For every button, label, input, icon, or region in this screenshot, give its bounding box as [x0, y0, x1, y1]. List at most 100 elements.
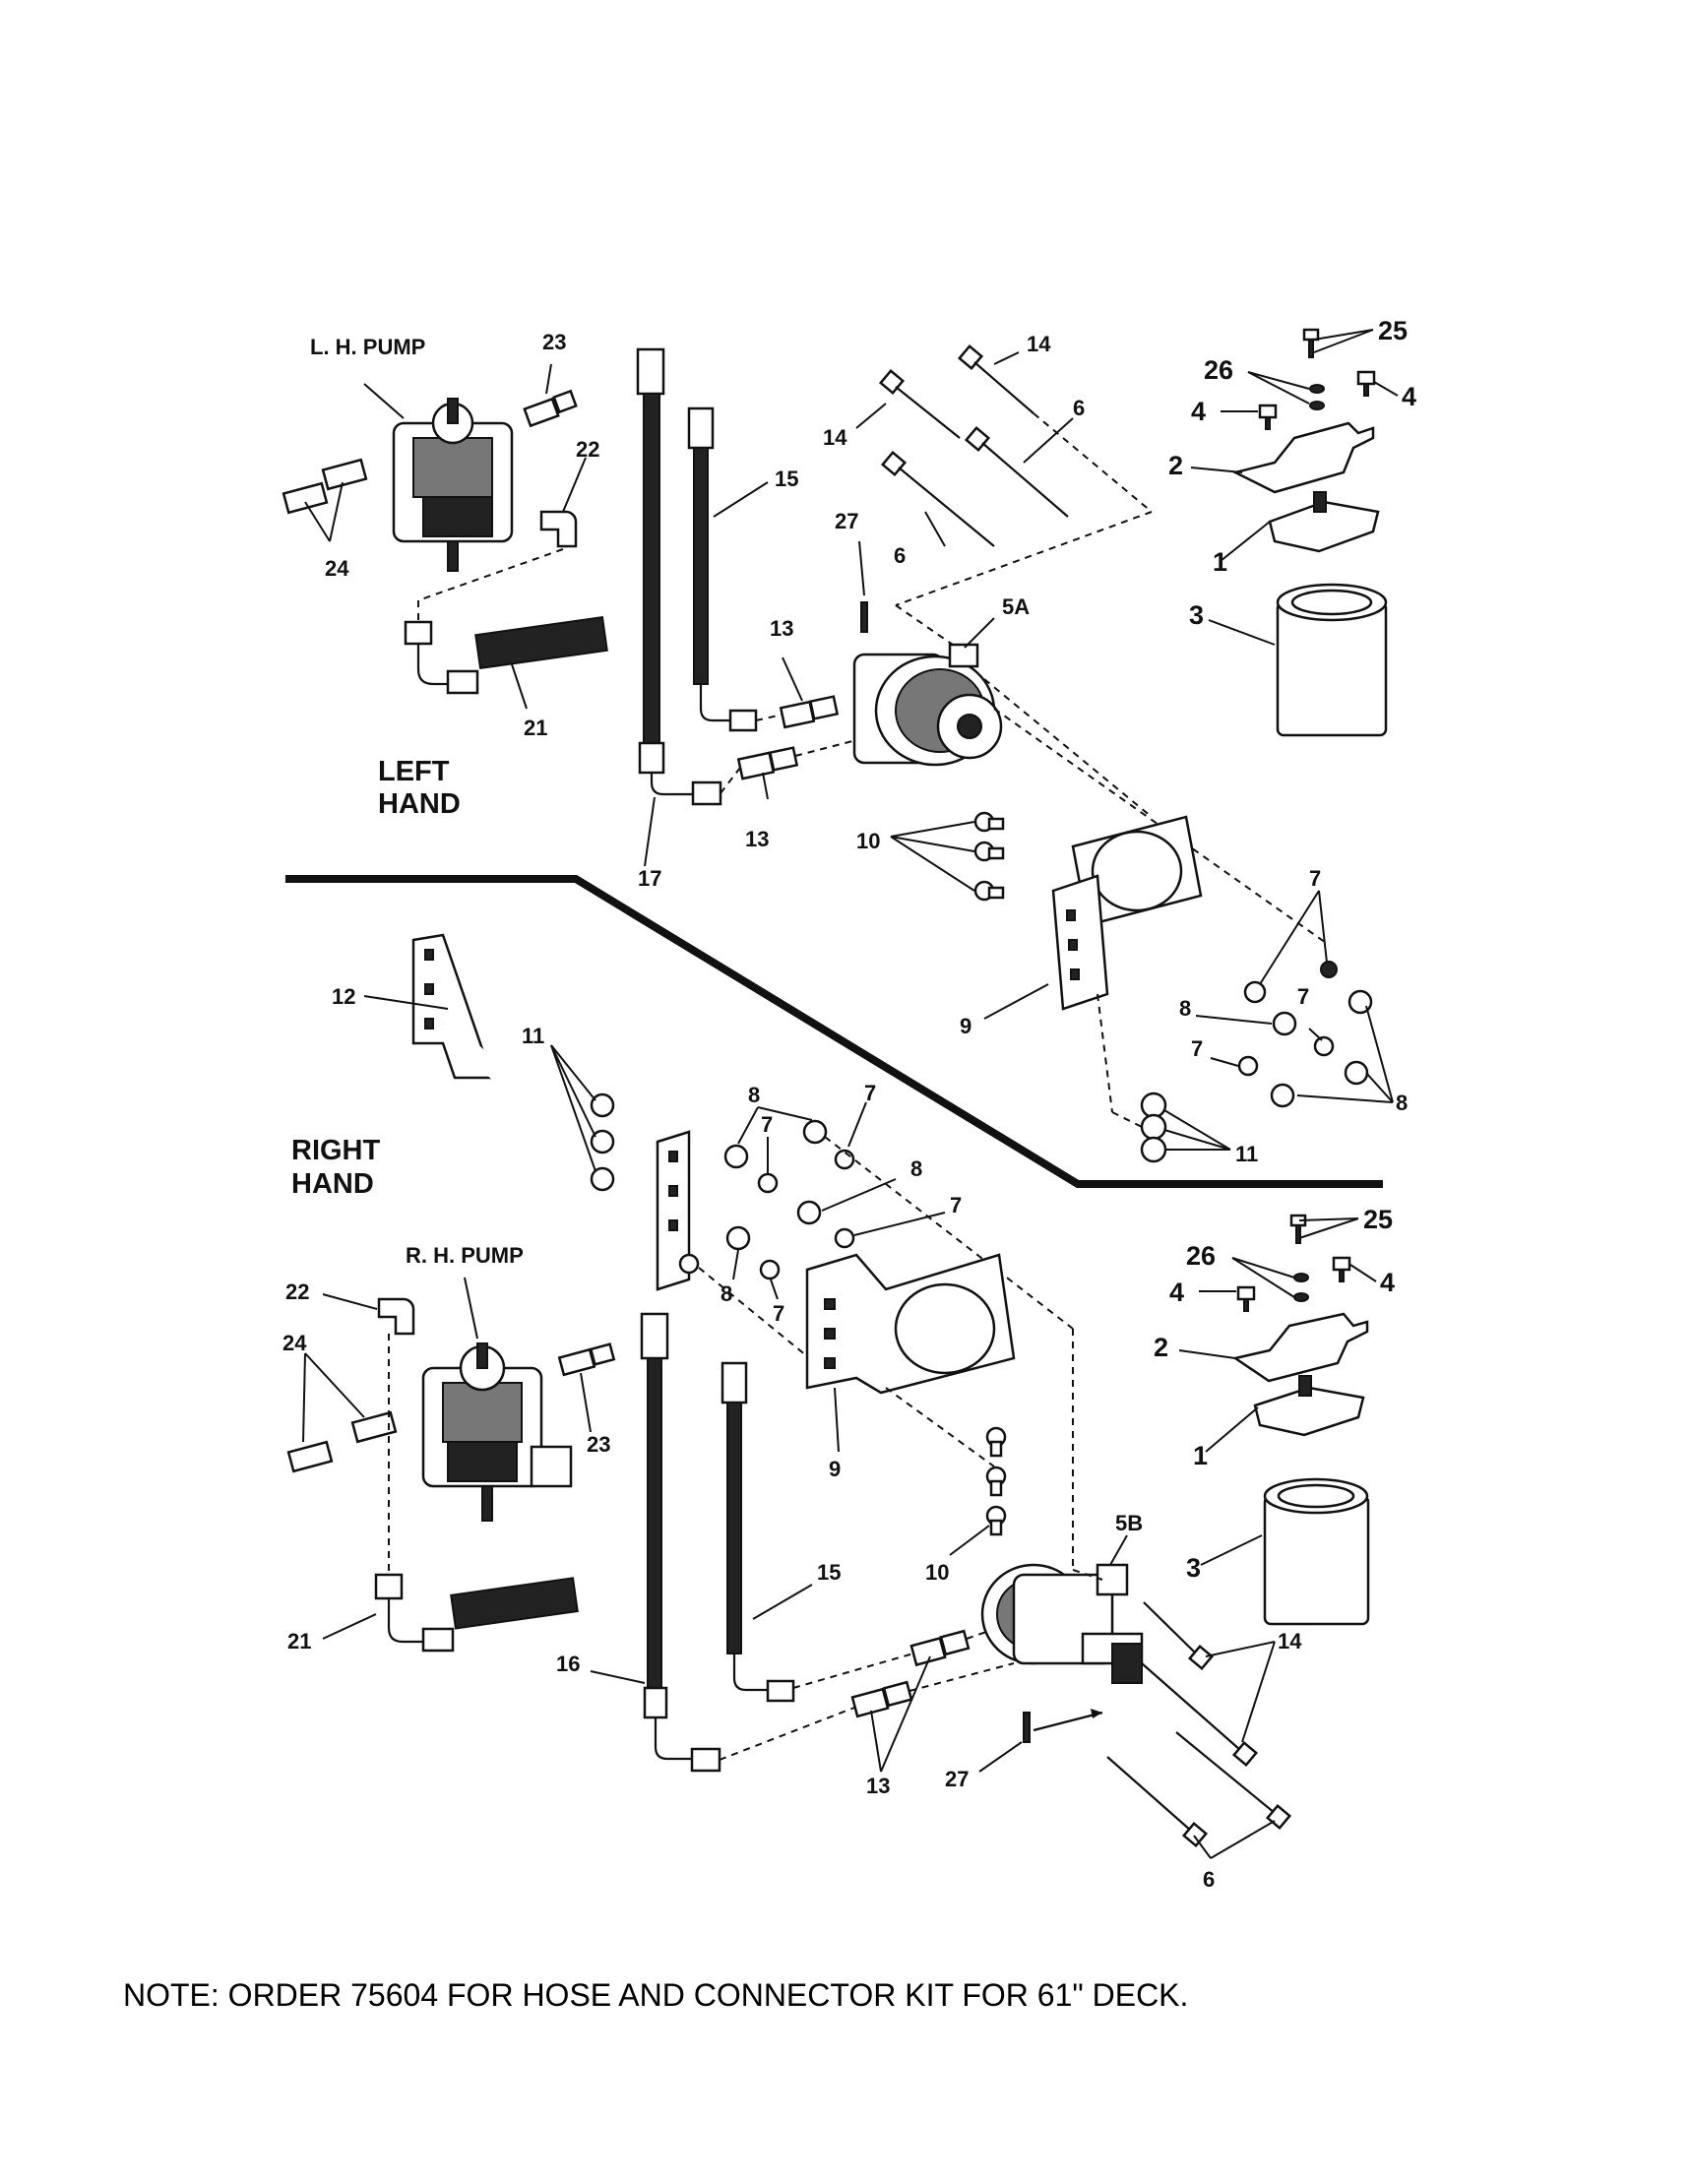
callout-26: 26 — [1204, 355, 1233, 385]
hydraulic-motor-5B — [980, 1563, 1144, 1684]
bolt-4-left-a — [1258, 404, 1278, 430]
washers-26-right — [1293, 1273, 1309, 1302]
bolts-25-left — [1302, 328, 1320, 358]
callout-10: 10 — [856, 829, 880, 853]
bolts-10-left — [973, 811, 1005, 902]
callout-27-right: 27 — [945, 1767, 969, 1791]
callout-13a: 13 — [770, 616, 793, 641]
bolt-14-left-a — [957, 343, 1034, 414]
callout-21-right: 21 — [287, 1629, 311, 1654]
bolt-4-right-a — [1236, 1285, 1256, 1312]
callout-3-right: 3 — [1186, 1553, 1201, 1583]
hose-16 — [640, 1312, 721, 1773]
support-bracket-12 — [411, 933, 700, 1291]
callout-25-right: 25 — [1363, 1205, 1393, 1234]
right-hand-section-label: RIGHT HAND — [291, 1135, 381, 1200]
callout-4b: 4 — [1402, 382, 1416, 411]
adapter-13-left-a — [779, 695, 840, 729]
callout-1-right: 1 — [1193, 1441, 1208, 1470]
callout-7b: 7 — [1297, 984, 1309, 1009]
hose-15-left — [687, 406, 758, 732]
mount-plate-9-left — [1051, 815, 1203, 1011]
callout-24-right: 24 — [282, 1331, 307, 1355]
adapter-13-right-a — [909, 1629, 971, 1667]
callout-11: 11 — [1235, 1142, 1258, 1166]
filter-bracket-2-left — [1231, 421, 1375, 494]
callout-leaders — [302, 329, 1399, 1859]
svg-text:HAND: HAND — [378, 788, 461, 820]
filter-head-1-left — [1268, 491, 1380, 553]
callout-8b: 8 — [1396, 1091, 1408, 1115]
callout-9-right: 9 — [829, 1457, 841, 1481]
callout-7d-right: 7 — [773, 1301, 784, 1326]
callout-27: 27 — [835, 509, 858, 533]
callout-8a: 8 — [1179, 996, 1191, 1021]
bolts-10-right — [985, 1426, 1007, 1536]
hose-15-right — [721, 1361, 795, 1703]
nuts-washers-right — [723, 1119, 855, 1280]
pin-27-right — [1023, 1712, 1031, 1743]
svg-text:HAND: HAND — [291, 1168, 374, 1200]
label-lh-pump: L. H. PUMP — [310, 335, 425, 359]
bolt-6-left-a — [964, 425, 1069, 518]
filter-3-left — [1276, 583, 1388, 737]
callout-7a: 7 — [1309, 866, 1321, 891]
fittings-24-right — [286, 1410, 398, 1473]
callout-16: 16 — [556, 1652, 580, 1676]
hose-21-left — [404, 615, 608, 695]
callout-23-right: 23 — [587, 1432, 610, 1457]
callout-8a-right: 8 — [748, 1083, 760, 1107]
bolt-14-left-b — [878, 368, 961, 439]
nuts-11-left — [1140, 1092, 1167, 1163]
svg-text:RIGHT: RIGHT — [291, 1135, 381, 1166]
callout-7b-right: 7 — [864, 1081, 876, 1105]
callout-13-right: 13 — [866, 1774, 890, 1798]
right-callouts: 11 R. H. PUMP 22 24 23 21 16 15 13 27 10… — [282, 1024, 1395, 1892]
callout-8b-right: 8 — [910, 1156, 922, 1181]
callout-10-right: 10 — [925, 1560, 949, 1585]
fitting-23-right — [557, 1342, 616, 1377]
elbow-22-left — [539, 510, 578, 548]
callout-5B: 5B — [1115, 1511, 1143, 1535]
callout-7c-right: 7 — [950, 1193, 962, 1217]
callout-22: 22 — [576, 437, 599, 462]
callout-7c: 7 — [1191, 1036, 1203, 1061]
filter-bracket-2-right — [1231, 1312, 1369, 1383]
bolt-6-left-b — [880, 450, 995, 547]
bolt-4-right-b — [1332, 1256, 1351, 1282]
callout-13b: 13 — [745, 827, 769, 851]
filter-3-right — [1263, 1477, 1370, 1626]
callout-14b: 14 — [823, 425, 847, 450]
callout-5A: 5A — [1002, 594, 1030, 619]
label-rh-pump: R. H. PUMP — [406, 1243, 524, 1268]
callout-9: 9 — [960, 1014, 971, 1038]
callout-14a: 14 — [1027, 332, 1051, 356]
bolt-4-left-b — [1356, 370, 1376, 397]
callout-15-right: 15 — [817, 1560, 841, 1585]
callout-22-right: 22 — [285, 1279, 309, 1304]
callout-11-right: 11 — [522, 1024, 544, 1048]
callout-4b-right: 4 — [1380, 1268, 1395, 1297]
callout-3: 3 — [1189, 600, 1204, 630]
callout-6a: 6 — [1073, 396, 1085, 420]
callout-24: 24 — [325, 556, 349, 581]
left-hand-section-label: LEFT HAND — [378, 756, 461, 820]
svg-text:LEFT: LEFT — [378, 756, 450, 787]
bolt-14-right-b — [1141, 1662, 1259, 1768]
callout-2: 2 — [1168, 451, 1183, 480]
left-hand-pump — [392, 398, 514, 572]
adapter-13-right-b — [850, 1680, 913, 1718]
callout-6b: 6 — [894, 543, 906, 568]
bolt-6-right-a — [1175, 1731, 1292, 1831]
callout-7a-right: 7 — [761, 1112, 773, 1137]
callout-8c-right: 8 — [721, 1281, 732, 1306]
callout-1: 1 — [1213, 547, 1227, 577]
right-hand-pump — [421, 1342, 573, 1522]
hose-21-right — [374, 1573, 579, 1653]
callout-15: 15 — [775, 467, 798, 491]
callout-14-right: 14 — [1278, 1629, 1302, 1654]
hydraulic-motor-5A — [852, 643, 1003, 767]
left-callouts: L. H. PUMP 23 22 24 21 17 15 13 13 27 14… — [310, 316, 1416, 1166]
bolt-6-right-b — [1106, 1756, 1209, 1848]
